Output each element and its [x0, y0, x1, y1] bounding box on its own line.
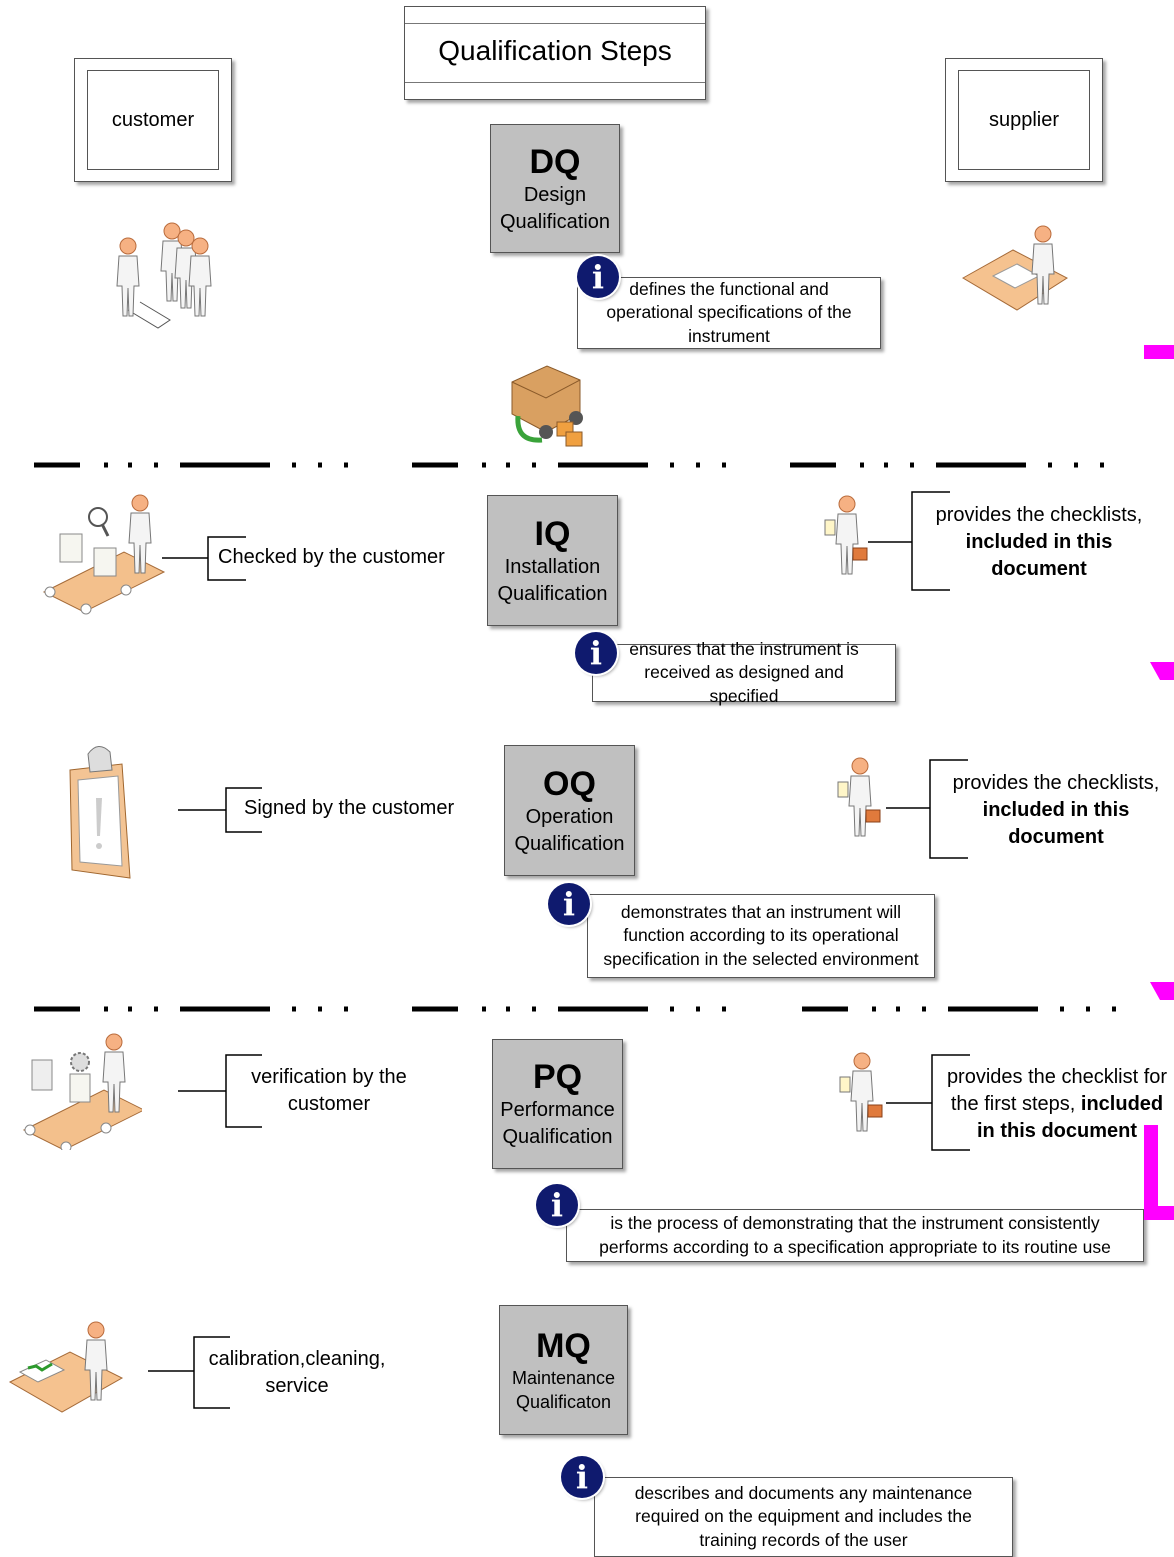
- info-icon: i: [561, 1456, 603, 1498]
- step-name: Design: [523, 183, 587, 206]
- phase-separator: [34, 462, 1174, 468]
- delivery-truck-icon: [511, 365, 583, 447]
- supplier-desk-icon: [961, 225, 1068, 311]
- info-text: describes and documents any maintenance …: [634, 1482, 973, 1550]
- inspection-icon: [43, 494, 165, 615]
- info-icon: i: [577, 256, 619, 298]
- info-icon: i: [548, 883, 590, 925]
- step-abbr: PQ: [532, 1058, 583, 1096]
- supplier-text-line: document: [1008, 826, 1104, 848]
- info-icon: i: [536, 1184, 578, 1226]
- production-line-icon: [23, 1033, 142, 1150]
- step-dq: DQ Design Qualification: [490, 124, 620, 253]
- supplier-text-line: provides the checklist for: [946, 1066, 1168, 1088]
- step-name: Qualification: [497, 582, 608, 605]
- margin-mark: [1144, 1125, 1158, 1220]
- info-note-mq: describes and documents any maintenance …: [594, 1477, 1013, 1557]
- salesman-icon: [803, 488, 883, 606]
- step-abbr: DQ: [529, 142, 581, 181]
- supplier-action-pq: provides the checklist for the first ste…: [940, 1064, 1174, 1145]
- customer-action-mq: calibration,cleaning, service: [208, 1348, 386, 1397]
- info-icon: i: [575, 632, 617, 674]
- supplier-text-line: included in this: [965, 531, 1113, 553]
- info-note-iq: ensures that the instrument is received …: [592, 639, 896, 706]
- margin-mark: [1150, 662, 1174, 680]
- supplier-text-line: provides the checklists,: [935, 504, 1143, 526]
- supplier-label: supplier: [958, 70, 1090, 170]
- customer-group-icon: [116, 222, 212, 329]
- customer-action-pq: verification by the customer: [251, 1066, 407, 1115]
- supplier-box: supplier: [945, 58, 1103, 182]
- margin-mark: [1144, 1206, 1174, 1220]
- info-note-oq: demonstrates that an instrument will fun…: [587, 894, 935, 978]
- phase-separator: [0, 1004, 1174, 1016]
- step-name: Maintenance: [511, 1368, 616, 1388]
- diagram-title: Qualification Steps: [404, 6, 706, 100]
- supplier-text-line: included in this: [982, 799, 1130, 821]
- info-text: defines the functional and operational s…: [606, 278, 852, 346]
- supplier-text-line: document: [991, 558, 1087, 580]
- info-text: demonstrates that an instrument will fun…: [603, 901, 919, 969]
- step-name: Qualification: [499, 210, 611, 233]
- step-oq: OQ Operation Qualification: [504, 745, 635, 876]
- step-abbr: IQ: [534, 514, 571, 553]
- customer-action-oq: Signed by the customer: [244, 797, 455, 819]
- supplier-action-iq: provides the checklists, included in thi…: [926, 502, 1152, 583]
- step-name: Qualification: [514, 832, 625, 855]
- step-name: Qualificaton: [515, 1392, 612, 1412]
- supplier-action-oq: provides the checklists, included in thi…: [943, 770, 1169, 851]
- customer-box: customer: [74, 58, 232, 182]
- salesman-icon: [818, 1045, 898, 1163]
- margin-mark: [1150, 982, 1174, 1000]
- step-name: Qualification: [502, 1126, 613, 1148]
- step-iq: IQ Installation Qualification: [487, 495, 618, 626]
- supplier-text-line: included: [1080, 1093, 1164, 1115]
- info-note-pq: is the process of demonstrating that the…: [566, 1209, 1144, 1262]
- title-text: Qualification Steps: [438, 35, 672, 66]
- customer-label: customer: [87, 70, 219, 170]
- info-note-dq: defines the functional and operational s…: [577, 277, 881, 349]
- step-pq: PQ Performance Qualification: [492, 1039, 623, 1169]
- salesman-icon: [816, 750, 896, 868]
- step-abbr: MQ: [536, 1327, 591, 1365]
- info-text: is the process of demonstrating that the…: [599, 1213, 1111, 1257]
- supplier-text-line: in this document: [977, 1120, 1137, 1142]
- office-worker-icon: [8, 1321, 124, 1413]
- supplier-text-line: the first steps,: [950, 1093, 1081, 1115]
- step-mq: MQ Maintenance Qualificaton: [499, 1305, 628, 1435]
- clipboard-icon: [69, 746, 131, 879]
- step-name: Performance: [500, 1099, 615, 1121]
- info-text: ensures that the instrument is received …: [629, 638, 859, 706]
- step-abbr: OQ: [543, 764, 596, 803]
- customer-action-iq: Checked by the customer: [218, 546, 445, 568]
- margin-mark: [1144, 345, 1174, 359]
- supplier-text-line: provides the checklists,: [952, 772, 1160, 794]
- step-name: Installation: [504, 555, 601, 578]
- step-name: Operation: [525, 805, 614, 828]
